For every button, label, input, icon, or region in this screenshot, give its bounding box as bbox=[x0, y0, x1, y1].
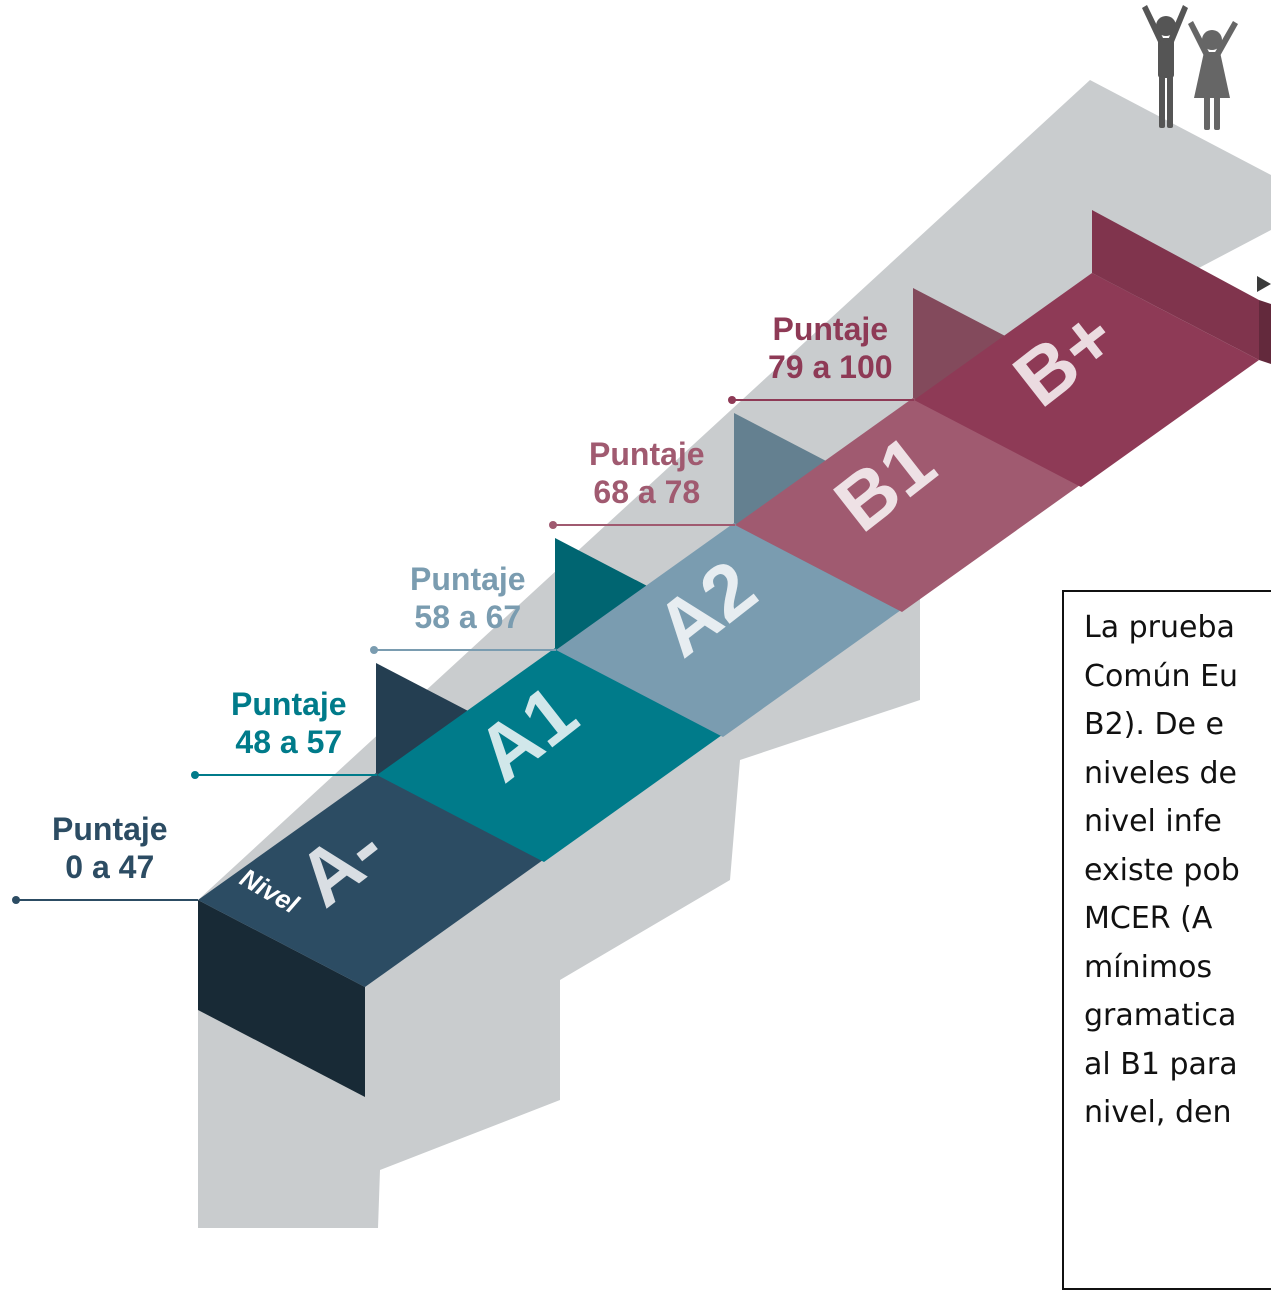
leader-dot bbox=[12, 896, 20, 904]
leader-dot bbox=[549, 521, 557, 529]
step-tread-1 bbox=[377, 648, 722, 862]
score-label-title: Puntaje bbox=[52, 811, 168, 847]
note-line: al B1 para bbox=[1084, 1046, 1238, 1082]
arrow-right-icon bbox=[1257, 276, 1271, 292]
score-range: 48 a 57 bbox=[235, 724, 343, 760]
leader-dot bbox=[728, 396, 736, 404]
step-tread-2 bbox=[556, 523, 901, 737]
score-range: 0 a 47 bbox=[65, 849, 155, 885]
note-line: niveles de bbox=[1084, 755, 1238, 791]
step-front-0 bbox=[198, 900, 365, 1097]
people-celebrating-icon bbox=[1142, 5, 1238, 130]
note-line: Común Eu bbox=[1084, 658, 1239, 694]
note-line: mínimos bbox=[1084, 949, 1213, 985]
leader-dot bbox=[191, 771, 199, 779]
score-range: 68 a 78 bbox=[593, 474, 701, 510]
note-line: nivel, den bbox=[1084, 1095, 1232, 1130]
step-tread-4 bbox=[914, 273, 1259, 487]
staircase-steps bbox=[198, 210, 1271, 1097]
score-range: 58 a 67 bbox=[414, 599, 522, 635]
note-line: La prueba bbox=[1084, 610, 1235, 645]
note-line: nivel infe bbox=[1084, 804, 1222, 839]
leader-dot bbox=[370, 646, 378, 654]
note-line: gramatica bbox=[1084, 998, 1237, 1033]
step-top-side bbox=[1259, 300, 1271, 364]
step-top-wall bbox=[1092, 210, 1259, 360]
score-label-title: Puntaje bbox=[410, 561, 526, 597]
note-line: B2). De e bbox=[1084, 707, 1224, 742]
note-line: existe pob bbox=[1084, 852, 1240, 888]
score-label-title: Puntaje bbox=[772, 311, 889, 347]
score-leader-lines bbox=[12, 396, 914, 904]
step-tread-3 bbox=[735, 398, 1080, 612]
score-range: 79 a 100 bbox=[768, 349, 893, 385]
description-text-box: La prueba Común Eu B2). De e niveles de … bbox=[1062, 590, 1271, 1290]
note-line: MCER (A bbox=[1084, 901, 1213, 936]
score-label-title: Puntaje bbox=[589, 436, 705, 472]
score-label-title: Puntaje bbox=[231, 686, 347, 722]
step-tread-0 bbox=[198, 773, 543, 987]
